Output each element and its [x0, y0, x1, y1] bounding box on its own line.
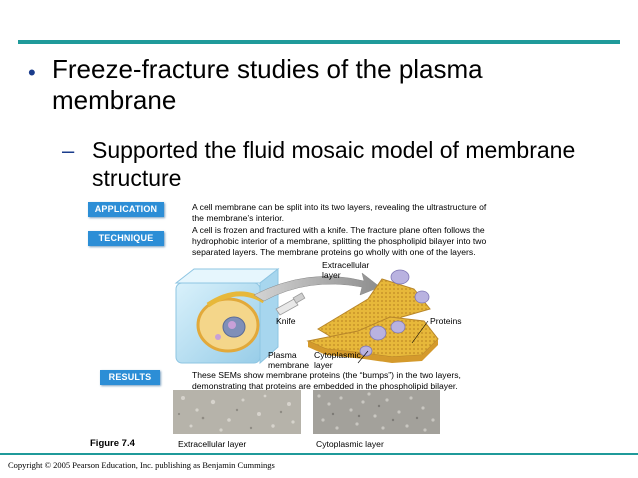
freeze-fracture-diagram	[174, 267, 439, 365]
bullet-main: Freeze-fracture studies of the plasma me…	[52, 54, 483, 115]
top-accent-bar	[18, 40, 620, 44]
bullet-sub: Supported the fluid mosaic model of memb…	[92, 137, 576, 191]
cytoplasmic-leader-line	[357, 350, 369, 364]
frozen-cell-block	[174, 267, 280, 365]
figure-label: Figure 7.4	[90, 438, 135, 449]
results-badge: RESULTS	[100, 370, 160, 385]
application-text: A cell membrane can be split into its tw…	[192, 202, 487, 223]
arrow-icon	[253, 272, 381, 302]
caption-cytoplasmic: Cytoplasmic layer	[316, 439, 384, 449]
label-proteins: Proteins	[430, 316, 462, 326]
caption-extracellular: Extracellular layer	[178, 439, 247, 449]
dash-icon: –	[62, 138, 75, 163]
application-badge: APPLICATION	[88, 202, 164, 217]
bullet-dot-icon: •	[28, 60, 36, 85]
label-knife: Knife	[276, 316, 296, 326]
technique-badge: TECHNIQUE	[88, 231, 164, 246]
technique-text: A cell is frozen and fractured with a kn…	[192, 225, 487, 257]
results-text: These SEMs show membrane proteins (the “…	[192, 370, 461, 391]
label-extracellular: Extracellular layer	[322, 260, 370, 280]
label-plasma-membrane: Plasma membrane	[268, 350, 310, 370]
cytoplasmic-layer-shape	[306, 316, 439, 363]
sem-extracellular-image	[173, 390, 301, 434]
proteins-leader-line	[411, 320, 429, 344]
bottom-accent-bar	[0, 453, 638, 455]
copyright-text: Copyright © 2005 Pearson Education, Inc.…	[8, 460, 275, 470]
knife-icon	[275, 292, 306, 316]
label-cytoplasmic: Cytoplasmic layer	[314, 350, 361, 370]
sem-cytoplasmic-image	[313, 390, 440, 434]
